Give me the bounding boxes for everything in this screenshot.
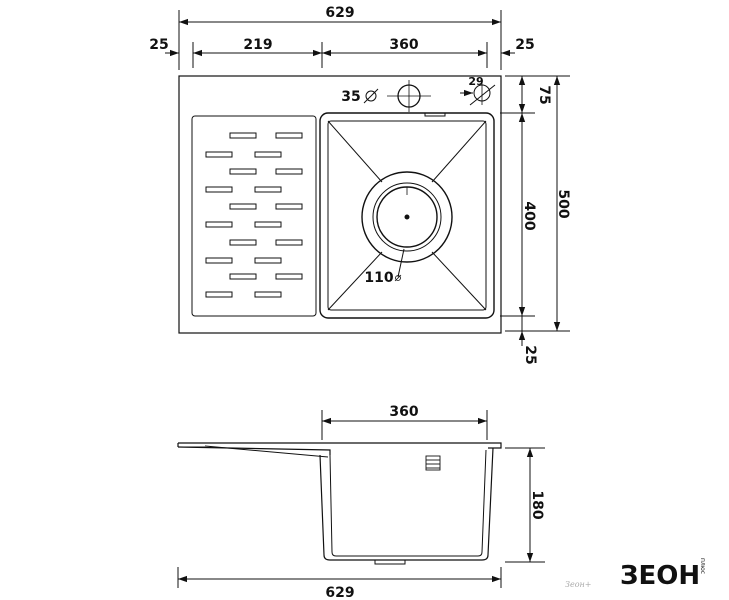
watermark: Зеон+ bbox=[565, 580, 592, 589]
label-bowl-width: 360 bbox=[389, 37, 418, 53]
brand-logo-suffix: плюс bbox=[699, 558, 706, 574]
side-drain-stub bbox=[374, 559, 406, 565]
side-dimensions bbox=[177, 410, 545, 588]
faucet-diameter-symbol bbox=[363, 88, 379, 104]
label-side-overall-width: 629 bbox=[325, 585, 354, 600]
brand-logo: ЗЕОН bbox=[620, 561, 700, 591]
label-overall-width: 629 bbox=[325, 5, 354, 21]
label-right-margin: 25 bbox=[515, 37, 534, 53]
faucet-hole bbox=[387, 80, 431, 112]
label-overall-depth: 500 bbox=[555, 189, 571, 218]
label-overflow-hole: 29 bbox=[468, 75, 483, 88]
overflow-hole bbox=[460, 82, 496, 106]
label-side-height: 180 bbox=[529, 490, 545, 519]
label-side-bowl-width: 360 bbox=[389, 404, 418, 420]
bowl-slopes bbox=[327, 120, 487, 311]
side-drainer bbox=[177, 446, 331, 455]
sink-outline bbox=[178, 75, 502, 334]
label-left-margin: 25 bbox=[149, 37, 168, 53]
label-drainer-width: 219 bbox=[243, 37, 272, 53]
label-bowl-depth: 400 bbox=[521, 201, 537, 230]
label-top-offset: 75 bbox=[536, 85, 552, 104]
right-dimensions bbox=[500, 75, 570, 346]
drainer-board bbox=[191, 115, 317, 317]
bowl-inner bbox=[327, 120, 487, 311]
overflow-slot bbox=[424, 112, 446, 117]
drain-leader bbox=[397, 248, 405, 278]
drain-diameter-symbol bbox=[394, 274, 402, 282]
top-view bbox=[178, 75, 502, 334]
drain bbox=[361, 171, 453, 263]
top-dimensions bbox=[165, 10, 515, 70]
label-drain-diameter: 110 bbox=[364, 270, 393, 286]
side-bowl bbox=[319, 447, 494, 561]
drainer-grooves bbox=[205, 132, 303, 298]
label-bottom-margin: 25 bbox=[522, 345, 538, 364]
side-view bbox=[177, 442, 502, 565]
label-faucet-hole: 35 bbox=[341, 89, 360, 105]
side-rim bbox=[178, 442, 502, 449]
side-overflow bbox=[425, 455, 441, 471]
bowl-outer bbox=[319, 112, 495, 319]
